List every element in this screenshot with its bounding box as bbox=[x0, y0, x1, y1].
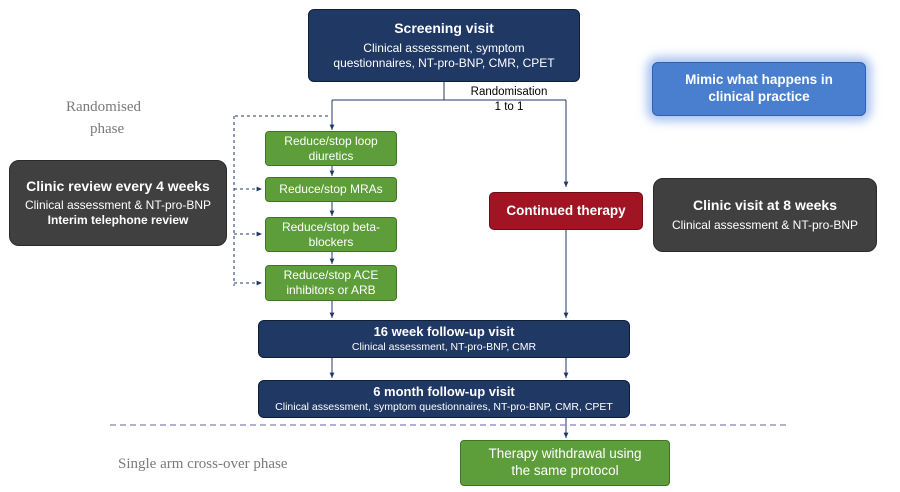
step-ace-inhibitors-line2: inhibitors or ARB bbox=[286, 283, 376, 297]
continued-therapy-box: Continued therapy bbox=[489, 192, 643, 230]
randomisation-line2: 1 to 1 bbox=[494, 100, 524, 113]
step-beta-blockers-line2: blockers bbox=[308, 234, 354, 249]
screening-line1: Clinical assessment, symptom bbox=[363, 40, 525, 55]
step-mras-line1: Reduce/stop MRAs bbox=[279, 182, 383, 196]
crossover-phase-text: Single arm cross-over phase bbox=[118, 456, 288, 472]
screening-title: Screening visit bbox=[394, 20, 494, 37]
withdrawal-line2: the same protocol bbox=[511, 463, 619, 478]
mimic-line2: clinical practice bbox=[708, 89, 810, 104]
step-mras: Reduce/stop MRAs bbox=[265, 177, 397, 202]
randomisation-line1: Randomisation bbox=[470, 86, 548, 98]
step-ace-inhibitors: Reduce/stop ACE inhibitors or ARB bbox=[265, 265, 397, 301]
clinic-visit-8-title: Clinic visit at 8 weeks bbox=[693, 197, 837, 214]
clinic-visit-8-line1: Clinical assessment & NT-pro-BNP bbox=[671, 217, 859, 232]
step-ace-inhibitors-line1: Reduce/stop ACE bbox=[283, 268, 379, 282]
followup-6m-title: 6 month follow-up visit bbox=[373, 384, 515, 400]
followup-16-line1: Clinical assessment, NT-pro-BNP, CMR bbox=[351, 340, 537, 353]
screening-line2: questionnaires, NT-pro-BNP, CMR, CPET bbox=[333, 55, 555, 70]
randomised-phase-line2: phase bbox=[90, 120, 125, 137]
randomised-phase-line1: Randomised bbox=[66, 99, 141, 115]
screening-visit-box: Screening visit Clinical assessment, sym… bbox=[308, 9, 580, 82]
step-loop-diuretics: Reduce/stop loop diuretics bbox=[265, 131, 397, 166]
clinic-review-4-weeks-box: Clinic review every 4 weeks Clinical ass… bbox=[9, 160, 227, 246]
randomised-phase-label: Randomised phase bbox=[66, 97, 166, 141]
followup-16-title: 16 week follow-up visit bbox=[373, 324, 515, 340]
clinic-visit-8-weeks-box: Clinic visit at 8 weeks Clinical assessm… bbox=[653, 178, 877, 252]
clinic-review-title: Clinic review every 4 weeks bbox=[26, 177, 210, 194]
therapy-withdrawal-box: Therapy withdrawal using the same protoc… bbox=[460, 440, 670, 486]
step-loop-diuretics-line2: diuretics bbox=[308, 148, 354, 163]
followup-6-month-box: 6 month follow-up visit Clinical assessm… bbox=[258, 380, 630, 418]
mimic-line1: Mimic what happens in bbox=[685, 72, 833, 88]
followup-16-week-box: 16 week follow-up visit Clinical assessm… bbox=[258, 320, 630, 358]
step-beta-blockers: Reduce/stop beta- blockers bbox=[265, 217, 397, 252]
withdrawal-line1: Therapy withdrawal using bbox=[488, 446, 642, 462]
clinic-review-line1: Clinical assessment & NT-pro-BNP bbox=[24, 198, 212, 213]
randomisation-label: Randomisation 1 to 1 bbox=[456, 85, 562, 115]
continued-therapy-label: Continued therapy bbox=[506, 202, 626, 218]
crossover-phase-label: Single arm cross-over phase bbox=[118, 454, 358, 476]
followup-6m-line1: Clinical assessment, symptom questionnai… bbox=[275, 400, 613, 413]
mimic-clinical-practice-box: Mimic what happens in clinical practice bbox=[652, 62, 866, 116]
step-beta-blockers-line1: Reduce/stop beta- bbox=[281, 219, 381, 234]
step-loop-diuretics-line1: Reduce/stop loop bbox=[284, 133, 378, 148]
clinic-review-line2: Interim telephone review bbox=[47, 213, 189, 228]
